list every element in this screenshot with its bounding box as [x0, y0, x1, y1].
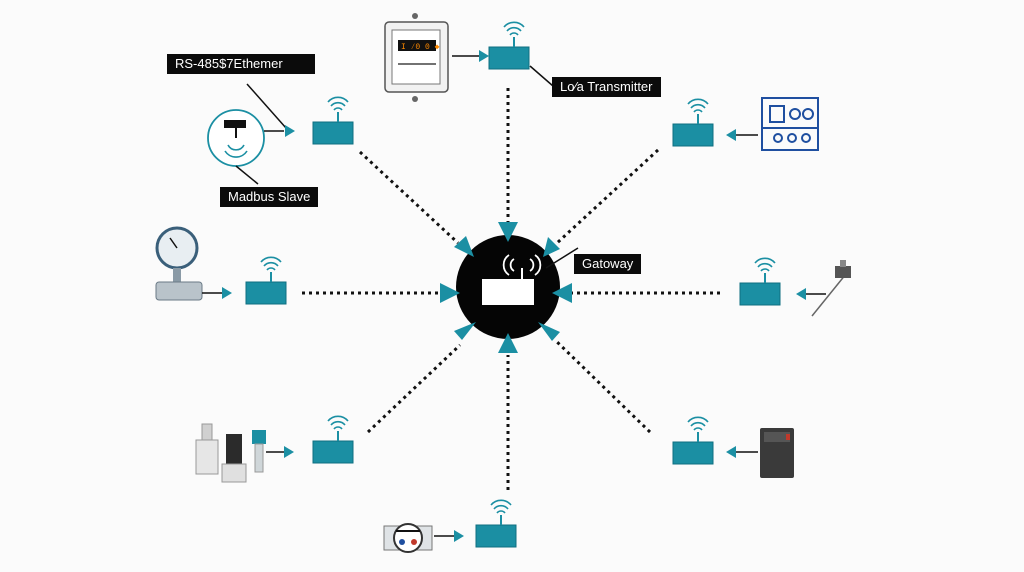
spoke-bottom-left [366, 343, 462, 434]
rs485-label: RS-485$7Ethemer [167, 54, 315, 74]
node-top-left [207, 83, 354, 185]
meter-display: I ⁄0 0 ◆ [401, 43, 440, 52]
node-bottom-left [195, 415, 354, 483]
transmitter-bottom-left [312, 415, 354, 464]
node-top: I ⁄0 0 ◆ [384, 13, 554, 102]
energy-meter-icon: I ⁄0 0 ◆ [384, 13, 449, 102]
control-panel-icon [761, 97, 819, 151]
transmitter-top-right [672, 98, 714, 147]
modbus-slave-label: Madbus Slave [220, 187, 319, 207]
transmitter-right [739, 257, 781, 306]
transmitter-top [488, 21, 530, 71]
transmitter-left [245, 256, 287, 305]
node-right [739, 257, 851, 317]
lora-transmitter-label: Lo⁄a Transmitter [552, 77, 661, 97]
spoke-top-right [555, 148, 660, 245]
valve-transmitter-icon [195, 423, 266, 483]
transmitter-bottom-right [672, 416, 714, 465]
node-bottom [383, 499, 517, 553]
node-bottom-right [672, 416, 794, 478]
transmitter-bottom [475, 499, 517, 548]
spoke-lines [302, 88, 720, 490]
spoke-bottom-right [553, 338, 652, 434]
drive-unit-icon [760, 428, 794, 478]
modbus-sensor-icon [207, 109, 265, 167]
temperature-probe-icon [811, 260, 851, 317]
node-left [155, 226, 287, 305]
transmitter-top-left [312, 96, 354, 145]
gateway-signal-icon [502, 254, 542, 276]
node-top-right [672, 97, 819, 151]
water-meter-icon [383, 523, 433, 553]
hub-arrows [440, 222, 572, 353]
spoke-top-left [358, 150, 460, 245]
gateway-label: Gatoway [574, 254, 642, 274]
gateway-box-icon [482, 279, 534, 305]
gateway-hub [456, 235, 560, 339]
pressure-gauge-icon [155, 226, 203, 301]
